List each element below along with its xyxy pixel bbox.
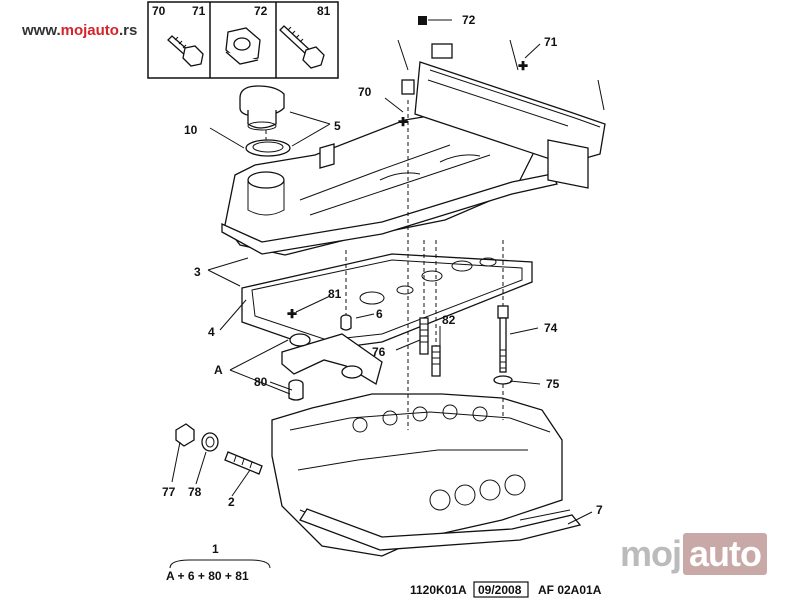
stud-82 <box>431 345 441 377</box>
hardware-inset: 70 71 72 81 <box>147 1 339 79</box>
callout-3: 3 <box>194 265 201 279</box>
spacer-sleeve <box>340 314 352 331</box>
callout-10: 10 <box>184 123 198 137</box>
plug-77 <box>175 423 195 447</box>
site-watermark: www.mojauto.rs <box>22 22 137 39</box>
callout-4: 4 <box>208 325 215 339</box>
footer-ref: AF 02A01A <box>538 583 602 597</box>
callout-5: 5 <box>334 119 341 133</box>
callout-72: 72 <box>462 13 476 27</box>
logo-part-2: auto <box>683 533 768 575</box>
callout-6: 6 <box>376 307 383 321</box>
watermark-part-2: mojauto <box>60 22 119 39</box>
filler-seal-ring <box>245 139 291 157</box>
dowel-80 <box>288 379 304 401</box>
inset-label-70: 70 <box>152 4 166 18</box>
inset-label-71: 71 <box>192 4 206 18</box>
marker-cross-71: ✚ <box>518 59 528 73</box>
footer-date: 09/2008 <box>478 583 522 597</box>
callout-A: A <box>214 363 223 377</box>
inset-label-81: 81 <box>317 4 331 18</box>
watermark-part-1: www. <box>22 22 61 39</box>
marker-cross-70: ✚ <box>398 115 408 129</box>
cover-gasket <box>241 253 533 351</box>
callout-71: 71 <box>544 35 558 49</box>
callout-70: 70 <box>358 85 372 99</box>
callout-7: 7 <box>596 503 603 517</box>
assembly-number: 1 <box>212 542 219 556</box>
callout-76: 76 <box>372 345 386 359</box>
hex-nut-icon <box>225 27 261 65</box>
callout-77: 77 <box>162 485 176 499</box>
footer-code: 1120K01A <box>410 583 467 597</box>
callout-75: 75 <box>546 377 560 391</box>
assembly-formula: 1 A + 6 + 80 + 81 <box>166 542 271 583</box>
marker-cross-81: ✚ <box>287 307 297 321</box>
callout-81: 81 <box>328 287 342 301</box>
seal-78 <box>201 432 219 452</box>
logo-part-1: moj <box>620 533 682 574</box>
long-bolt-icon <box>279 25 325 69</box>
callout-2: 2 <box>228 495 235 509</box>
footer: 1120K01A 09/2008 AF 02A01A <box>410 581 602 598</box>
callout-78: 78 <box>188 485 202 499</box>
watermark-part-3: .rs <box>118 22 138 39</box>
assembly-lines <box>265 100 504 430</box>
camshaft-bearing-bracket <box>281 333 383 385</box>
flange-bolt-icon <box>167 35 204 67</box>
stud-2 <box>224 451 263 475</box>
callout-82: 82 <box>442 313 456 327</box>
cylinder-head <box>271 393 582 557</box>
inset-label-72: 72 <box>254 4 268 18</box>
valve-cover <box>221 39 606 256</box>
callout-74: 74 <box>544 321 558 335</box>
bolt-74 <box>497 305 509 373</box>
marker-square-72 <box>418 16 427 25</box>
oil-filler-cap <box>239 85 285 131</box>
washer-75 <box>493 375 513 385</box>
callout-labels: 72 71 70 10 5 3 4 81 6 76 82 74 A 80 75 … <box>162 13 603 517</box>
callout-80: 80 <box>254 375 268 389</box>
assembly-formula-text: A + 6 + 80 + 81 <box>166 569 249 583</box>
stud-76 <box>419 317 429 355</box>
leader-lines <box>171 19 593 525</box>
